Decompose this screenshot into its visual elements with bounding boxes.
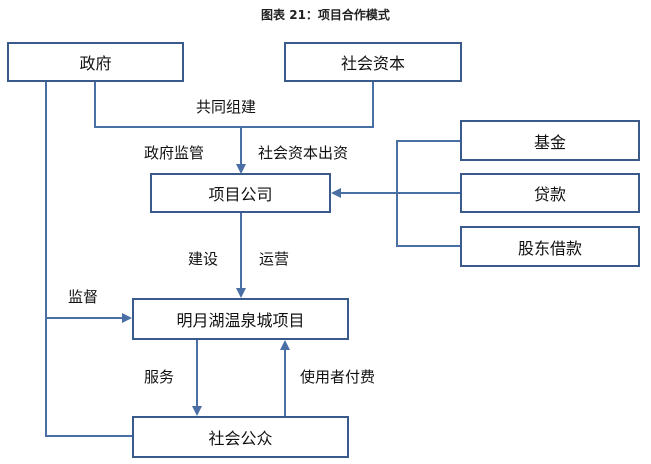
project-company-label: 项目公司 bbox=[208, 185, 273, 204]
project-label: 明月湖温泉城项目 bbox=[176, 311, 305, 330]
operate-label: 运营 bbox=[259, 250, 290, 268]
capital-invest-label: 社会资本出资 bbox=[258, 144, 349, 162]
loan-box: 贷款 bbox=[460, 173, 640, 213]
government-left-line bbox=[45, 80, 132, 437]
government-label: 政府 bbox=[79, 54, 112, 73]
fund-box: 基金 bbox=[460, 120, 640, 161]
fund-label: 基金 bbox=[533, 132, 566, 152]
loan-label: 贷款 bbox=[533, 185, 566, 204]
social-capital-box: 社会资本 bbox=[284, 42, 462, 82]
social-capital-label: 社会资本 bbox=[340, 54, 405, 73]
public-label: 社会公众 bbox=[208, 429, 273, 448]
project-box: 明月湖温泉城项目 bbox=[132, 298, 349, 340]
shareholder-loan-label: 股东借款 bbox=[517, 238, 582, 258]
diagram-title: 图表 21：项目合作模式 bbox=[261, 8, 390, 22]
shareholder-loan-box: 股东借款 bbox=[460, 226, 640, 267]
service-label: 服务 bbox=[144, 368, 175, 386]
public-box: 社会公众 bbox=[132, 416, 349, 458]
supervise-label: 监督 bbox=[68, 288, 99, 306]
co-build-connector bbox=[94, 80, 374, 128]
co-build-label: 共同组建 bbox=[196, 98, 257, 116]
construct-label: 建设 bbox=[188, 250, 219, 268]
government-box: 政府 bbox=[7, 42, 184, 82]
gov-supervise-label: 政府监管 bbox=[144, 144, 205, 162]
project-company-box: 项目公司 bbox=[150, 173, 331, 213]
user-pay-label: 使用者付费 bbox=[300, 368, 376, 386]
